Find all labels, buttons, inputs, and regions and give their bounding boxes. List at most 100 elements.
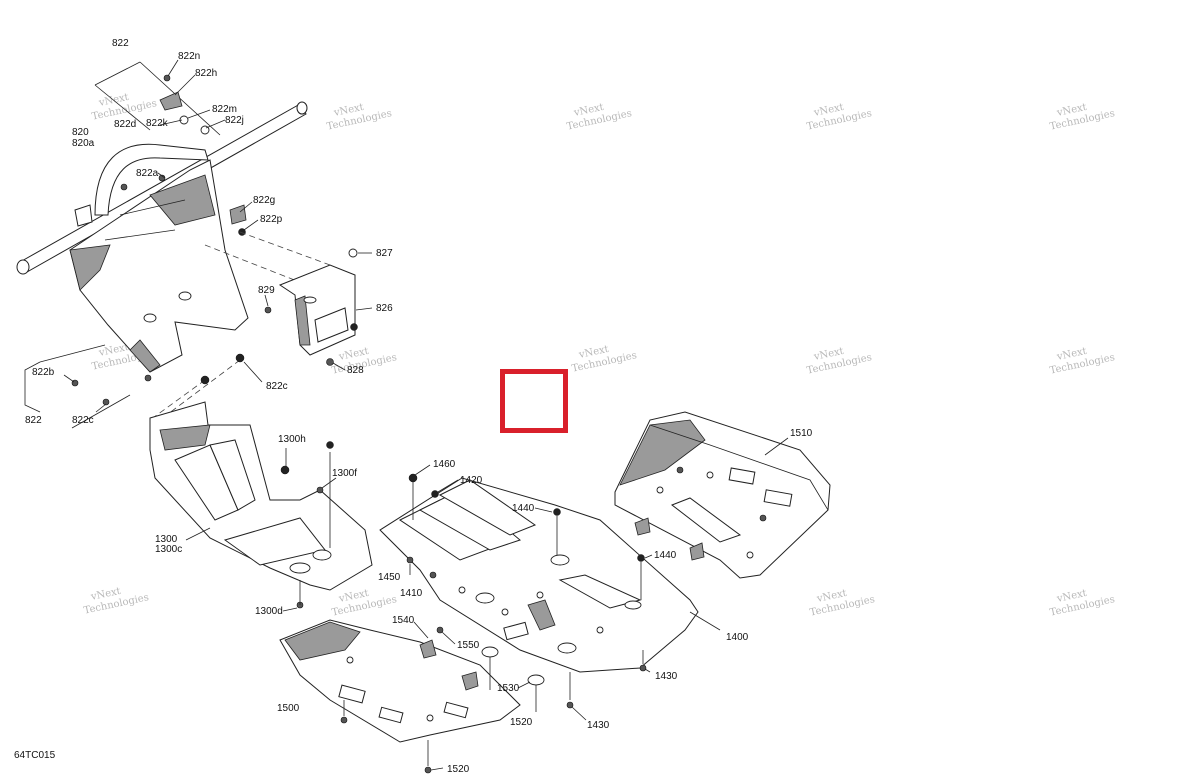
part-label-1520-upper[interactable]: 1520	[510, 717, 533, 728]
screw	[102, 398, 110, 406]
part-label-826[interactable]: 826	[376, 303, 393, 314]
part-label-822c[interactable]: 822c	[266, 381, 288, 392]
screw	[639, 664, 647, 672]
skid-window	[503, 621, 529, 641]
part-label-1420[interactable]: 1420	[460, 475, 483, 486]
leader-line	[413, 621, 429, 639]
part-label-1400[interactable]: 1400	[726, 632, 749, 643]
leader-line	[187, 109, 211, 119]
leader-line	[437, 479, 459, 493]
leader-line	[157, 172, 166, 179]
washer	[179, 115, 189, 125]
part-label-1450[interactable]: 1450	[378, 572, 401, 583]
part-label-1300d[interactable]: 1300d	[255, 606, 283, 617]
hole	[656, 486, 664, 494]
washer	[527, 674, 545, 686]
dashed-line	[159, 359, 241, 421]
leader-line	[689, 611, 721, 631]
plate-shading	[129, 339, 161, 373]
part-label-822n[interactable]: 822n	[178, 51, 200, 62]
screw	[120, 183, 128, 191]
part-label-1460[interactable]: 1460	[433, 459, 456, 470]
part-label-820a[interactable]: 820a	[72, 138, 95, 149]
part-label-820[interactable]: 820	[72, 127, 89, 138]
group-bracket	[71, 394, 131, 429]
part-label-1430-lower[interactable]: 1430	[587, 720, 610, 731]
nut	[408, 473, 418, 483]
skid-edge	[649, 424, 829, 511]
part-label-822a[interactable]: 822a	[136, 168, 159, 179]
part-label-822p[interactable]: 822p	[260, 214, 283, 225]
part-label-1300[interactable]: 1300	[155, 534, 178, 545]
bracket-826-assembly	[204, 231, 373, 371]
leader-line	[571, 706, 587, 721]
group-bracket	[24, 361, 41, 413]
screw	[759, 514, 767, 522]
part-label-822-lower[interactable]: 822	[25, 415, 42, 426]
screw	[144, 374, 152, 382]
part-label-1540[interactable]: 1540	[392, 615, 415, 626]
leader-line	[321, 477, 337, 489]
skid-slot	[527, 599, 556, 631]
hole	[596, 626, 604, 634]
leader-line	[644, 554, 653, 559]
part-label-1300f[interactable]: 1300f	[332, 468, 357, 479]
screw	[436, 626, 444, 634]
screw	[316, 486, 324, 494]
screw	[429, 571, 437, 579]
rear-skid-plate-1500	[279, 619, 545, 774]
screw	[326, 358, 334, 366]
part-label-1530[interactable]: 1530	[497, 683, 520, 694]
part-label-822j[interactable]: 822j	[225, 115, 244, 126]
part-label-822h[interactable]: 822h	[195, 68, 217, 79]
skid-window	[443, 701, 469, 719]
washer	[481, 646, 499, 658]
skid-slot	[670, 497, 742, 543]
part-label-822b[interactable]: 822b	[32, 367, 55, 378]
mount-boss	[557, 642, 577, 654]
leader-line	[282, 607, 298, 612]
dashed-line	[149, 379, 206, 421]
bracket-shading	[294, 295, 311, 346]
part-label-1300c[interactable]: 1300c	[155, 544, 182, 555]
part-label-822d[interactable]: 822d	[114, 119, 136, 130]
hole	[706, 471, 714, 479]
part-label-828[interactable]: 828	[347, 365, 364, 376]
screw	[406, 556, 414, 564]
skid-window	[763, 489, 793, 507]
part-label-1430-right[interactable]: 1430	[655, 671, 678, 682]
skid-shading	[159, 424, 211, 451]
leader-line	[264, 294, 269, 307]
skid-window	[378, 706, 404, 724]
front-bumper-assembly	[16, 59, 308, 429]
part-label-827[interactable]: 827	[376, 248, 393, 259]
skid-rail	[438, 479, 537, 536]
leader-line	[764, 437, 789, 456]
part-label-822g[interactable]: 822g	[253, 195, 275, 206]
part-label-822m[interactable]: 822m	[212, 104, 237, 115]
nut	[200, 375, 210, 385]
group-bracket	[94, 84, 151, 131]
screw	[424, 766, 432, 774]
part-label-1410[interactable]: 1410	[400, 588, 423, 599]
part-label-1300h[interactable]: 1300h	[278, 434, 306, 445]
hole	[746, 551, 754, 559]
hole	[501, 608, 509, 616]
part-label-1520-lower[interactable]: 1520	[447, 764, 470, 775]
part-label-1440-upper[interactable]: 1440	[512, 503, 535, 514]
leader-line	[441, 631, 456, 645]
part-label-1550[interactable]: 1550	[457, 640, 480, 651]
plate-shading	[69, 244, 111, 291]
bumper-tube-end	[16, 259, 30, 275]
part-label-1500[interactable]: 1500	[277, 703, 300, 714]
part-label-822[interactable]: 822	[112, 38, 129, 49]
part-label-1440-lower[interactable]: 1440	[654, 550, 677, 561]
mount-boss	[289, 562, 311, 574]
nut	[280, 465, 290, 475]
part-label-829[interactable]: 829	[258, 285, 275, 296]
nut	[431, 490, 439, 498]
part-label-1510[interactable]: 1510	[790, 428, 813, 439]
part-label-822k[interactable]: 822k	[146, 118, 169, 129]
part-label-822c-left[interactable]: 822c	[72, 415, 94, 426]
leader-line	[534, 507, 553, 513]
